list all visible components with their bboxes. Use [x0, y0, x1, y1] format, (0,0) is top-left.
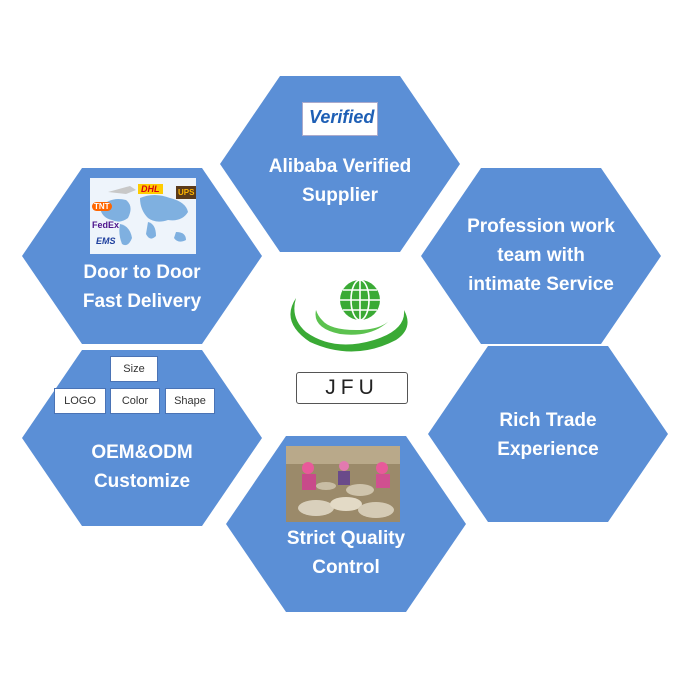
jfu-logo: JFU [276, 270, 416, 410]
verified-badge: Verified [302, 102, 378, 136]
brand-name: JFU [325, 376, 379, 399]
hex-title-line1: Strict Quality [286, 528, 406, 549]
hex-door-to-door: DHL UPS TNT FedEx EMS Door to Door Fast … [22, 168, 262, 344]
brand-box: JFU [296, 372, 408, 404]
hex-title-line2: Experience [497, 439, 599, 460]
hex-title-line1: Alibaba Verified [268, 156, 412, 177]
verified-badge-text: Verified [309, 107, 375, 127]
hex-quality-control: Strict Quality Control [226, 436, 466, 612]
hex-title-line2: team with [497, 245, 585, 266]
hex-title-line2: Supplier [301, 185, 378, 206]
hex-title-line1: OEM&ODM [91, 442, 193, 463]
green-globe-logo-icon [290, 279, 408, 352]
factory-photo [286, 446, 400, 522]
tag-color: Color [110, 388, 160, 414]
hex-title-line2: Control [312, 557, 380, 578]
dhl-label: DHL [138, 184, 163, 194]
tag-shape: Shape [165, 388, 215, 414]
hex-rich-trade: Rich Trade Experience [428, 346, 668, 522]
world-map-image: DHL UPS TNT FedEx EMS [90, 178, 197, 254]
hex-title-line1: Profession work [467, 216, 615, 237]
tag-size: Size [110, 356, 158, 382]
hex-title-line1: Door to Door [83, 262, 201, 283]
fedex-label: FedEx [92, 220, 120, 230]
factory-workers-image-icon [286, 446, 400, 522]
hex-title-line2: Customize [93, 471, 191, 492]
hex-profession-team: Profession work team with intimate Servi… [421, 168, 661, 344]
hex-title-line1: Rich Trade [499, 410, 597, 431]
ems-label: EMS [96, 236, 116, 246]
hex-alibaba-verified: Verified Alibaba Verified Supplier [220, 76, 460, 252]
hex-title-line3: intimate Service [468, 274, 614, 295]
hex-title-line2: Fast Delivery [82, 291, 202, 312]
tag-logo: LOGO [54, 388, 106, 414]
tnt-label: TNT [92, 202, 112, 211]
ups-label: UPS [176, 186, 197, 199]
